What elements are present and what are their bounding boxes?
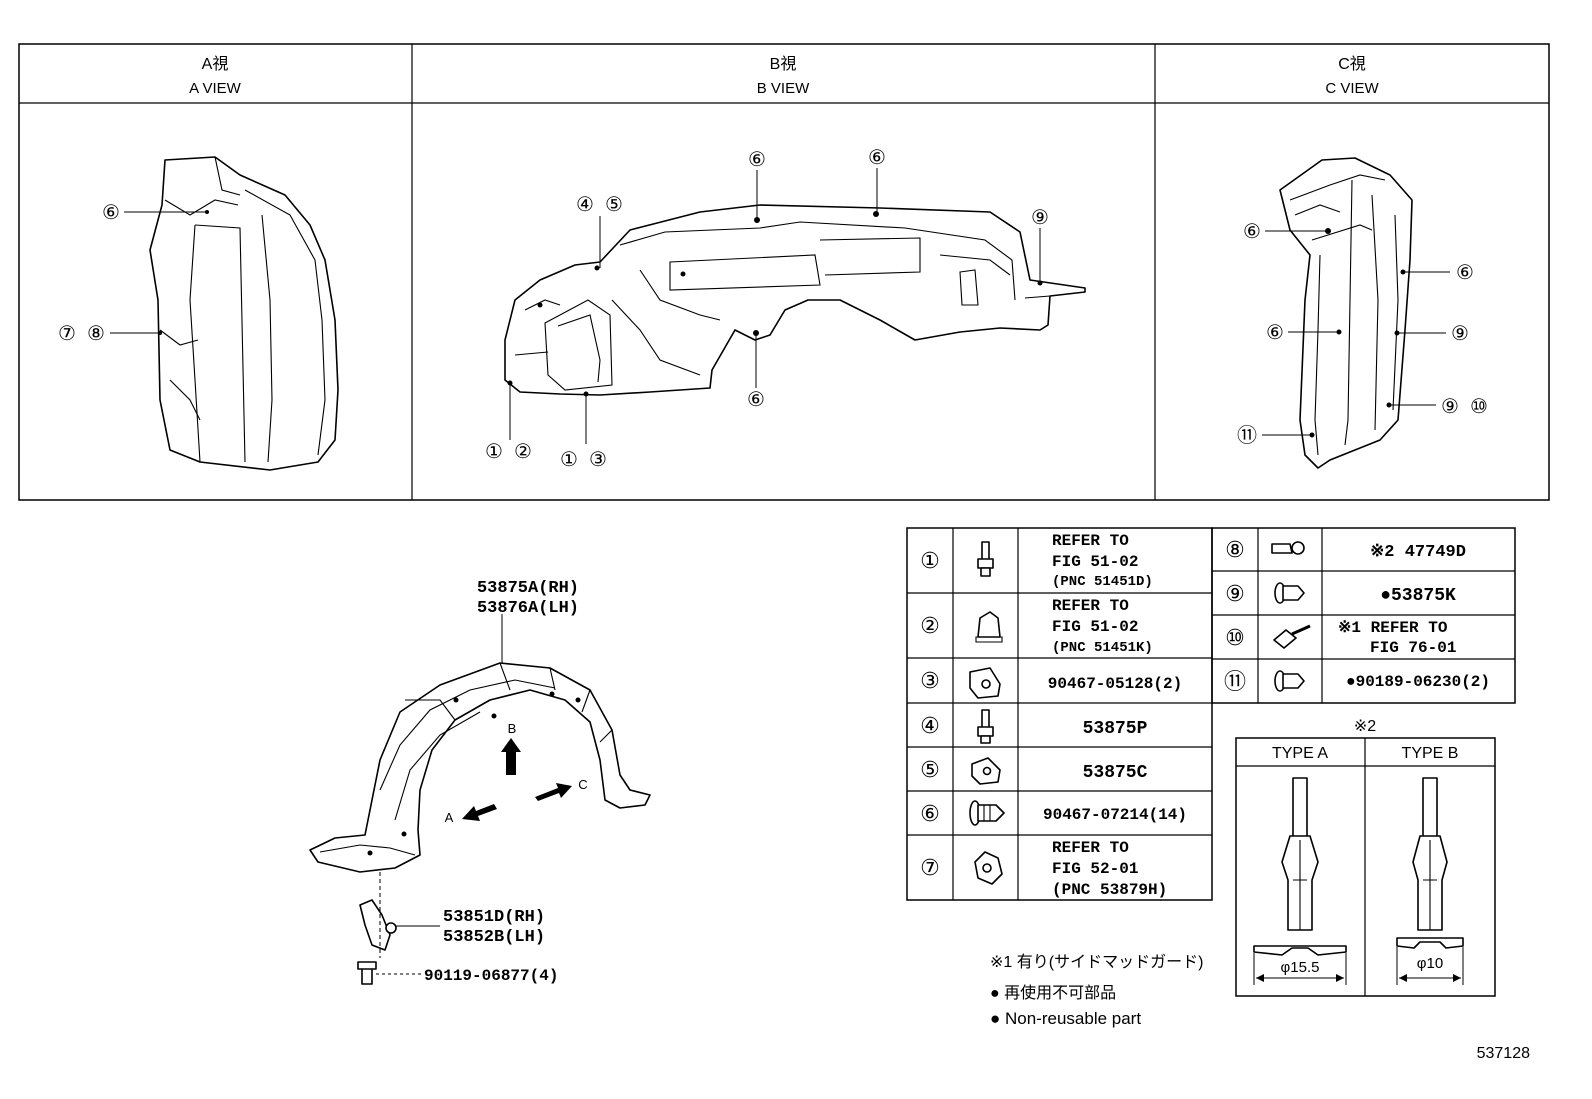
clip-icon (1274, 670, 1305, 692)
c-callout-6a: ⑥ (1243, 221, 1261, 243)
b-view-drawing (504, 204, 1086, 397)
b-callout-6c: ⑥ (747, 389, 765, 411)
row-10-line-2: FIG 76-01 (1370, 639, 1456, 657)
type-b-fastener-drawing (1396, 777, 1464, 985)
u-nut-icon (969, 667, 1001, 699)
row-6-num: ⑥ (920, 801, 940, 826)
screw-icon (1273, 624, 1311, 649)
arrow-c-label: C (578, 777, 587, 792)
clip-icon (1274, 582, 1305, 604)
b-callout-6b: ⑥ (868, 147, 886, 169)
view-frame (18, 43, 1550, 501)
row-11-num: ⑪ (1224, 669, 1246, 694)
type-a-label: TYPE A (1272, 745, 1328, 762)
row-1-line-2: FIG 51-02 (1052, 553, 1138, 571)
b-view-title-en: B VIEW (757, 80, 810, 97)
c-callout-11: ⑪ (1237, 424, 1257, 447)
row-9-line-1: ●53875K (1380, 586, 1456, 606)
row-7-line-2: FIG 52-01 (1052, 860, 1138, 878)
b-callout-6a: ⑥ (748, 149, 766, 171)
row-4-line-1: 53875P (1083, 719, 1148, 739)
note-non-reusable-en: ● Non-reusable part (990, 1009, 1141, 1028)
bracket-rh-label: 53851D(RH) (443, 908, 545, 927)
liner-lh-label: 53876A(LH) (477, 599, 579, 618)
row-2-num: ② (920, 613, 940, 638)
row-6-line-1: 90467-07214(14) (1043, 806, 1187, 824)
bracket-lh-label: 53852B(LH) (443, 928, 545, 947)
arrow-b-label: B (508, 721, 517, 736)
bolt-label: 90119-06877(4) (424, 967, 558, 985)
liner-rh-label: 53875A(RH) (477, 579, 579, 598)
a-view-title-jp: A視 (202, 55, 229, 73)
fastener-icons (969, 541, 1311, 885)
bolt-icon (977, 709, 994, 744)
type-b-dimension: φ10 (1417, 955, 1443, 972)
parts-table-left (906, 527, 1213, 901)
type-header: ※2 (1354, 718, 1376, 735)
row-7-line-1: REFER TO (1052, 839, 1129, 857)
fender-liner-drawing (309, 662, 651, 985)
screw-grommet-icon (1271, 541, 1305, 555)
b-callout-3: ③ (589, 449, 607, 471)
c-callout-6c: ⑥ (1266, 322, 1284, 344)
a-callout-6: ⑥ (102, 202, 120, 224)
b-callout-1b: ① (560, 449, 578, 471)
row-8-line-1: ※2 47749D (1370, 543, 1466, 562)
row-3-line-1: 90467-05128(2) (1048, 675, 1182, 693)
bolt-icon (977, 541, 994, 577)
b-callout-1a: ① (485, 441, 503, 463)
row-1-line-1: REFER TO (1052, 532, 1129, 550)
c-view-drawing (1279, 157, 1413, 469)
row-5-line-1: 53875C (1083, 763, 1148, 783)
row-1-line-3: (PNC 51451D) (1052, 574, 1153, 590)
u-nut-icon (971, 757, 1001, 785)
note-non-reusable-jp: ● 再使用不可部品 (990, 984, 1116, 1002)
row-3-num: ③ (920, 668, 940, 693)
row-1-num: ① (920, 548, 940, 573)
clip-nut-icon (975, 611, 1003, 643)
note-side-mudguard: ※1 有り(サイドマッドガード) (990, 953, 1203, 971)
parts-table-right (1211, 527, 1516, 704)
b-callout-9: ⑨ (1031, 207, 1049, 229)
row-2-line-2: FIG 51-02 (1052, 618, 1138, 636)
figure-number: 537128 (1477, 1045, 1530, 1062)
row-9-num: ⑨ (1225, 581, 1245, 606)
push-clip-icon (969, 800, 1005, 826)
row-5-num: ⑤ (920, 757, 940, 782)
a-view-drawing (149, 156, 339, 471)
c-view-title-jp: C視 (1338, 55, 1366, 73)
c-callout-10: ⑩ (1470, 396, 1488, 418)
c-view-title-en: C VIEW (1325, 80, 1379, 97)
c-callout-6b: ⑥ (1456, 262, 1474, 284)
arrow-a-label: A (445, 810, 454, 825)
row-2-line-3: (PNC 51451K) (1052, 640, 1153, 656)
a-callout-8: ⑧ (87, 323, 105, 345)
b-callout-4: ④ (576, 194, 594, 216)
row-2-line-1: REFER TO (1052, 597, 1129, 615)
row-11-line-1: ●90189-06230(2) (1346, 673, 1490, 691)
row-10-line-1: ※1 REFER TO (1338, 619, 1448, 637)
type-a-fastener-drawing (1253, 777, 1347, 985)
row-10-num: ⑩ (1225, 625, 1245, 650)
b-callout-2: ② (514, 441, 532, 463)
row-8-num: ⑧ (1225, 537, 1245, 562)
type-a-dimension: φ15.5 (1281, 959, 1320, 976)
b-callout-5: ⑤ (605, 194, 623, 216)
row-7-num: ⑦ (920, 855, 940, 880)
c-callout-9b: ⑨ (1441, 396, 1459, 418)
c-callout-9a: ⑨ (1451, 323, 1469, 345)
a-view-title-en: A VIEW (189, 80, 242, 97)
clip-icon (974, 851, 1003, 885)
b-view-title-jp: B視 (770, 55, 797, 73)
type-table (1235, 737, 1496, 997)
row-7-line-3: (PNC 53879H) (1052, 881, 1167, 899)
type-b-label: TYPE B (1402, 745, 1459, 762)
row-4-num: ④ (920, 713, 940, 738)
a-callout-7: ⑦ (58, 323, 76, 345)
